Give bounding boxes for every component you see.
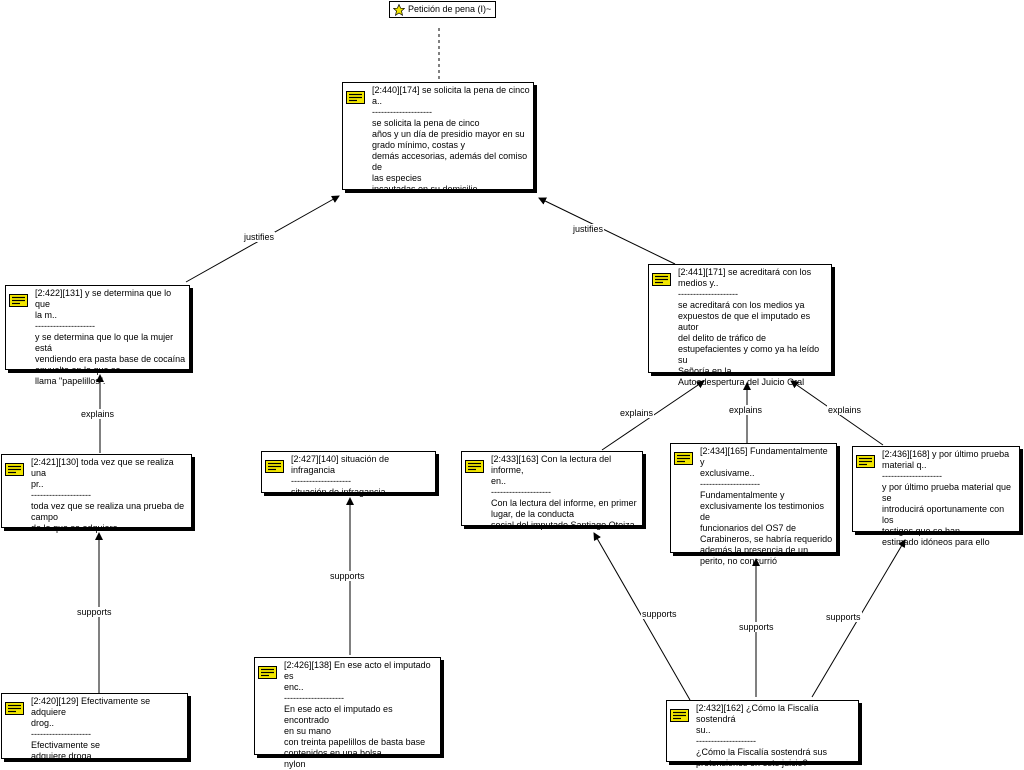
quote-separator: -------------------- (284, 693, 344, 703)
quote-node-426[interactable]: [2:426][138] En ese acto el imputado es … (254, 657, 441, 769)
quote-separator: -------------------- (372, 107, 432, 117)
quote-separator: -------------------- (491, 487, 551, 497)
quote-title: [2:433][163] Con la lectura del informe,… (491, 454, 612, 486)
quotation-icon (652, 273, 671, 286)
quote-text: Fundamentalmente y exclusivamente los te… (700, 490, 833, 566)
quote-node-436[interactable]: [2:436][168] y por último prueba materia… (852, 446, 1020, 547)
quote-title: [2:432][162] ¿Cómo la Fiscalía sostendrá… (696, 703, 819, 735)
quote-title: [2:420][129] Efectivamente se adquiere d… (31, 696, 151, 728)
relation-label: explains (619, 408, 655, 418)
relation-label: supports (641, 609, 678, 619)
quote-separator: -------------------- (696, 736, 756, 746)
quotation-icon (5, 463, 24, 476)
quote-node-433[interactable]: [2:433][163] Con la lectura del informe,… (461, 451, 643, 530)
quote-title: [2:427][140] situación de infragancia (291, 454, 390, 475)
quote-node-441[interactable]: [2:441][171] se acreditará con los medio… (648, 264, 832, 387)
relation-label: explains (80, 409, 116, 419)
quote-separator: -------------------- (700, 479, 760, 489)
quote-node-432[interactable]: [2:432][162] ¿Cómo la Fiscalía sostendrá… (666, 700, 859, 768)
quote-separator: -------------------- (678, 289, 738, 299)
quote-node-434[interactable]: [2:434][165] Fundamentalmente y exclusiv… (670, 443, 837, 566)
quote-text: En ese acto el imputado es encontrado en… (284, 704, 426, 769)
quote-text: situación de infragancia (291, 487, 386, 497)
quote-node-420[interactable]: [2:420][129] Efectivamente se adquiere d… (1, 693, 188, 761)
quote-node-427[interactable]: [2:427][140] situación de infragancia --… (261, 451, 436, 497)
quote-text: y se determina que lo que la mujer está … (35, 332, 186, 386)
quote-title: [2:440][174] se solicita la pena de cinc… (372, 85, 530, 106)
code-node-label: Petición de pena (I)~ (408, 4, 492, 14)
relation-label: explains (728, 405, 764, 415)
quote-title: [2:421][130] toda vez que se realiza una… (31, 457, 174, 489)
quote-separator: -------------------- (31, 490, 91, 500)
code-node[interactable]: Petición de pena (I)~ (389, 1, 497, 18)
quote-node-440[interactable]: [2:440][174] se solicita la pena de cinc… (342, 82, 534, 194)
quote-text: se solicita la pena de cinco años y un d… (372, 118, 528, 194)
relation-label: supports (76, 607, 113, 617)
quotation-icon (465, 460, 484, 473)
relation-label: supports (825, 612, 862, 622)
quotation-icon (258, 666, 277, 679)
quote-title: [2:426][138] En ese acto el imputado es … (284, 660, 431, 692)
quote-separator: -------------------- (31, 729, 91, 739)
quote-text: y por último prueba material que se intr… (882, 482, 1012, 547)
quote-separator: -------------------- (291, 476, 351, 486)
quote-title: [2:434][165] Fundamentalmente y exclusiv… (700, 446, 828, 478)
relation-label: supports (738, 622, 775, 632)
quote-text: toda vez que se realiza una prueba de ca… (31, 501, 185, 533)
quotation-icon (346, 91, 365, 104)
relation-label: justifies (572, 224, 605, 234)
quote-text: se acreditará con los medios ya expuesto… (678, 300, 820, 387)
quotation-icon (9, 294, 28, 307)
quotation-icon (670, 709, 689, 722)
quotation-icon (5, 702, 24, 715)
star-icon (393, 4, 405, 16)
relation-label: supports (329, 571, 366, 581)
quote-title: [2:436][168] y por último prueba materia… (882, 449, 1010, 470)
quote-text: Efectivamente se adquiere droga (31, 740, 101, 761)
quotation-icon (856, 455, 875, 468)
quote-text: Con la lectura del informe, en primer lu… (491, 498, 638, 530)
quotation-icon (674, 452, 693, 465)
relation-label: explains (827, 405, 863, 415)
relation-label: justifies (243, 232, 276, 242)
link-justifies-right (538, 197, 676, 265)
quote-separator: -------------------- (35, 321, 95, 331)
quote-text: ¿Cómo la Fiscalía sostendrá sus pretensi… (696, 747, 828, 768)
quote-title: [2:422][131] y se determina que lo que l… (35, 288, 172, 320)
quote-node-421[interactable]: [2:421][130] toda vez que se realiza una… (1, 454, 192, 533)
quote-separator: -------------------- (882, 471, 942, 481)
quotation-icon (265, 460, 284, 473)
quote-node-422[interactable]: [2:422][131] y se determina que lo que l… (5, 285, 190, 386)
quote-title: [2:441][171] se acreditará con los medio… (678, 267, 812, 288)
